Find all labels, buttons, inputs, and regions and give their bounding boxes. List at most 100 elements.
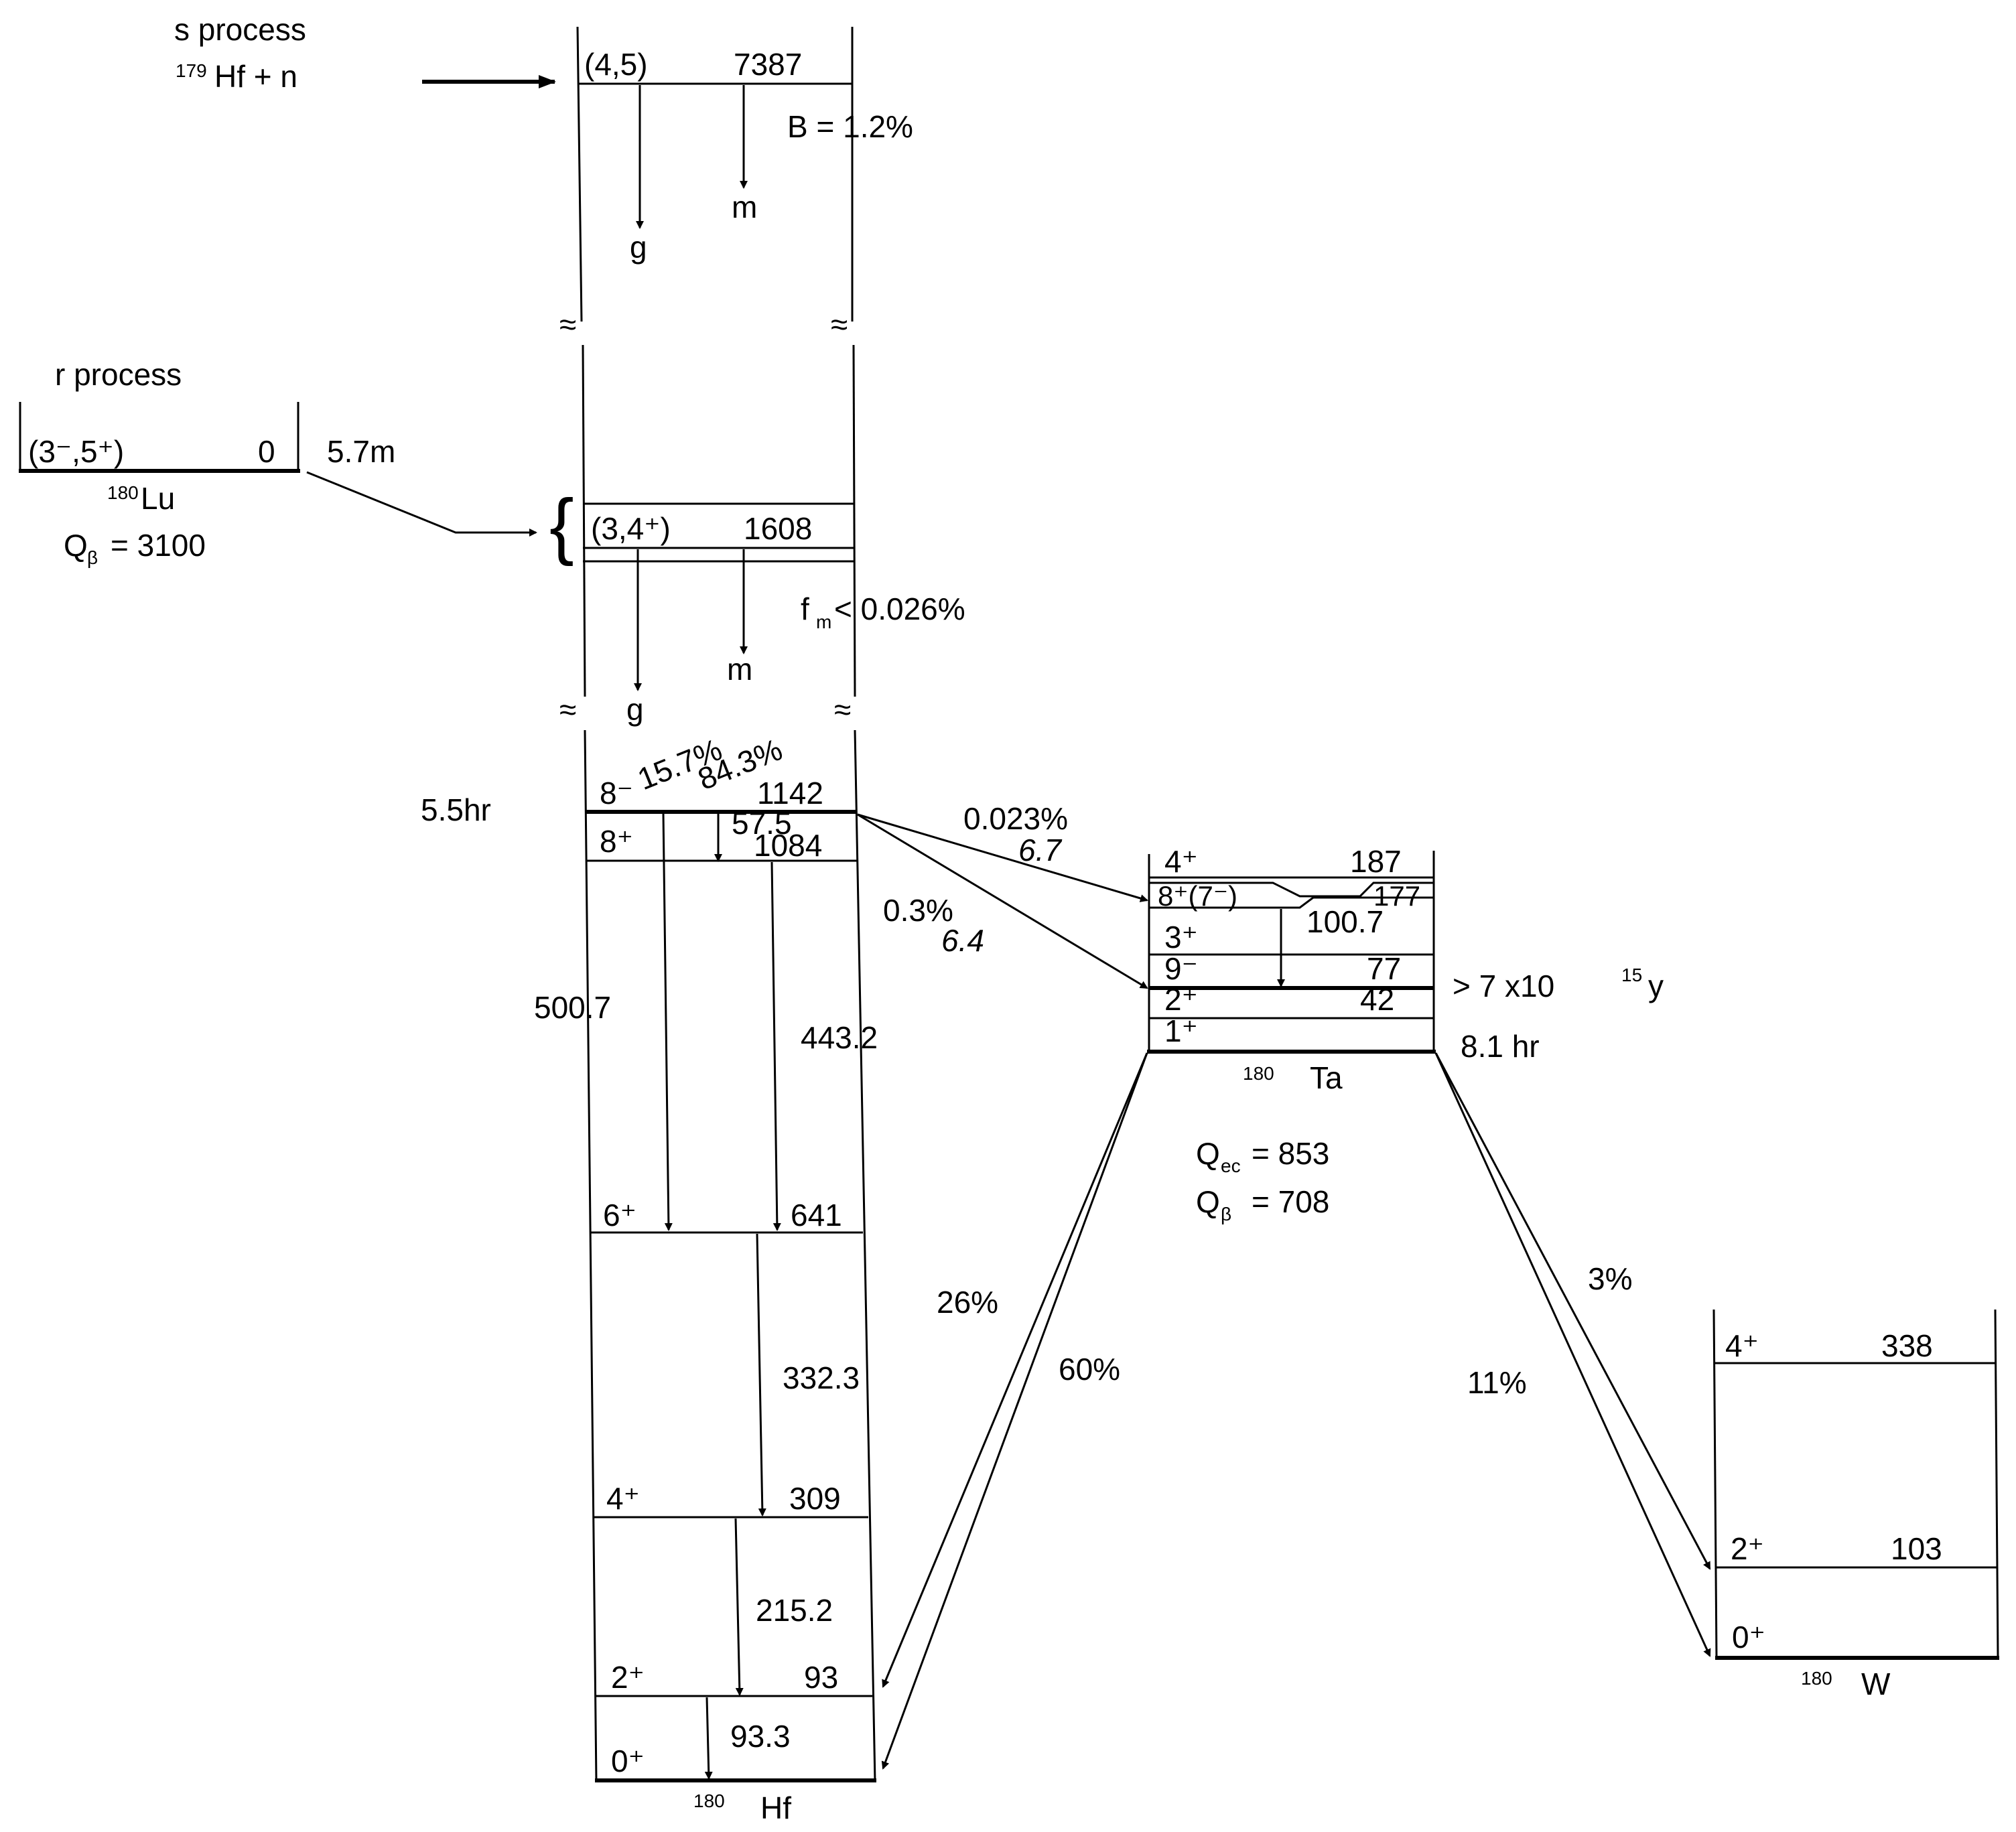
lu-q-value: Q β = 3100: [64, 528, 206, 568]
gamma-443-2-arrow: [770, 861, 781, 1231]
svg-text:Hf: Hf: [760, 1790, 791, 1825]
gamma-93-3-arrow: [704, 1697, 713, 1780]
ta-ec-60-label: 60%: [1059, 1352, 1120, 1387]
svg-text:Ta: Ta: [1310, 1060, 1343, 1095]
break-mark-right-1: ≈: [831, 307, 848, 342]
hf-level-8plus-energy: 1084: [754, 828, 822, 863]
gamma-215-2-arrow: [734, 1518, 744, 1696]
hf-level-6plus-energy: 641: [791, 1198, 842, 1232]
svg-text:Lu: Lu: [141, 481, 175, 516]
hf-isomer-spin: 8⁻: [600, 776, 633, 811]
ta-level-100-7-energy: 100.7: [1306, 904, 1384, 939]
hf-level-4plus-spin: 4⁺: [606, 1481, 640, 1516]
capture-state-spin: (4,5): [584, 47, 648, 82]
ta-level-187-energy: 187: [1350, 844, 1402, 879]
gamma-500-7-arrow: [662, 813, 673, 1231]
ta-level-42-energy: 42: [1360, 982, 1394, 1017]
svg-text:15: 15: [1621, 965, 1642, 985]
hf-isomer-energy: 1142: [757, 776, 823, 811]
ta-level-177-energy: 177: [1373, 880, 1420, 912]
feed-state-spin: (3,4⁺): [591, 511, 671, 546]
hf-to-ta-77-arrow: [857, 813, 1148, 989]
hf-column-left-wall-mid: [582, 344, 586, 697]
hf-to-ta-177-arrow: [857, 813, 1148, 902]
ta-beta-11-arrow: [1434, 1052, 1711, 1657]
svg-text:Hf + n: Hf + n: [214, 59, 297, 94]
svg-text:180: 180: [107, 482, 139, 503]
lu-energy: 0: [258, 434, 275, 469]
lu-spin: (3⁻,5⁺): [28, 434, 124, 469]
w-ground-spin: 0⁺: [1732, 1620, 1765, 1654]
branch-0-3-label: 0.3%: [883, 893, 953, 928]
branch-0-023-label: 0.023%: [963, 801, 1068, 836]
ta-ground-spin: 1⁺: [1164, 1013, 1198, 1048]
branch-0-3-logft: 6.4: [941, 923, 984, 958]
feed-brace: {: [549, 484, 574, 567]
w-level-103-spin: 2⁺: [1731, 1531, 1764, 1566]
hf-column-left-wall-low: [584, 729, 598, 1782]
ta-level-100-7-spin: 3⁺: [1164, 920, 1198, 955]
feed-m-label: m: [727, 652, 752, 687]
capture-state-energy: 7387: [734, 47, 802, 82]
gamma-215-2-label: 215.2: [756, 1593, 833, 1628]
break-mark-right-2: ≈: [834, 692, 851, 727]
gamma-443-2-label: 443.2: [801, 1020, 878, 1055]
svg-text:180: 180: [1801, 1668, 1832, 1689]
capture-branching-label: B = 1.2%: [787, 109, 913, 144]
svg-text:Q: Q: [1196, 1184, 1220, 1219]
w-level-338-spin: 4⁺: [1725, 1328, 1759, 1363]
svg-text:f: f: [801, 591, 809, 626]
w-column-right: [1994, 1309, 1999, 1659]
hf-isomer-halflife: 5.5hr: [421, 792, 491, 827]
svg-text:Q: Q: [1196, 1136, 1220, 1171]
gamma-500-7-label: 500.7: [534, 990, 611, 1025]
ta-beta-3-label: 3%: [1588, 1261, 1632, 1296]
hf-column-right-wall-mid: [852, 344, 856, 697]
ta-level-177-upper: [1149, 882, 1434, 898]
w-level-103-energy: 103: [1891, 1531, 1942, 1566]
ta-ec-60-arrow: [881, 1052, 1148, 1770]
ta-qec-value: Q ec = 853: [1196, 1136, 1329, 1176]
w-nucleus-label: 180 W: [1801, 1667, 1891, 1701]
ta-level-77-energy: 77: [1367, 951, 1401, 986]
r-process-label: r process: [55, 357, 182, 392]
hf-ground-spin: 0⁺: [611, 1744, 645, 1778]
feed-fm-label: f m < 0.026%: [801, 591, 965, 632]
hf-column-left-wall-top: [576, 26, 583, 322]
lu-feed-arrow: [306, 471, 537, 537]
feed-state-energy: 1608: [744, 511, 812, 546]
svg-text:= 3100: = 3100: [111, 528, 206, 563]
ta-level-177-spin: 8⁺(7⁻): [1158, 880, 1237, 912]
hf-column-right-wall-low: [854, 729, 876, 1782]
ta-level-187-spin: 4⁺: [1164, 844, 1198, 879]
svg-text:ec: ec: [1221, 1155, 1241, 1176]
gamma-332-3-label: 332.3: [783, 1360, 860, 1395]
ta-isomer-halflife: > 7 x10 15 y: [1453, 965, 1664, 1003]
svg-text:Q: Q: [64, 528, 88, 563]
svg-text:W: W: [1861, 1667, 1891, 1701]
hf-level-2plus-energy: 93: [804, 1660, 838, 1695]
capture-g-label: g: [630, 230, 647, 265]
hf179-plus-n-label: 179 Hf + n: [176, 59, 297, 94]
ta-level-177: [1149, 896, 1434, 909]
w-column-left: [1712, 1309, 1718, 1659]
ta-ec-26-arrow: [882, 1052, 1148, 1688]
gamma-332-3-arrow: [756, 1233, 766, 1517]
ta-level-42-spin: 2⁺: [1164, 982, 1198, 1017]
hf-nucleus-label: 180 Hf: [693, 1790, 791, 1825]
ta-level-77-spin: 9⁻: [1164, 951, 1198, 986]
s-process-label: s process: [174, 12, 306, 47]
svg-text:y: y: [1648, 969, 1664, 1003]
svg-text:β: β: [1221, 1204, 1231, 1224]
hf-level-8plus-spin: 8⁺: [600, 824, 633, 859]
svg-text:β: β: [87, 547, 98, 568]
break-mark-left-2: ≈: [559, 692, 576, 727]
gamma-93-3-label: 93.3: [730, 1719, 791, 1754]
svg-text:180: 180: [1243, 1063, 1274, 1084]
svg-text:m: m: [816, 612, 831, 632]
lu-nucleus-label: 180 Lu: [107, 481, 175, 516]
svg-text:= 708: = 708: [1252, 1184, 1329, 1219]
capture-m-label: m: [732, 190, 757, 224]
ta-ground-halflife: 8.1 hr: [1461, 1029, 1540, 1064]
